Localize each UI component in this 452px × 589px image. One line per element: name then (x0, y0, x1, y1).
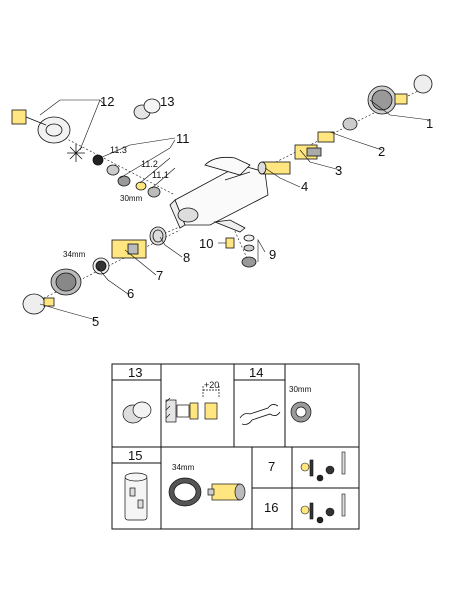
ring-34mm-icon (168, 477, 202, 507)
part-10-nipple (225, 237, 235, 249)
table-cell-14: 14 (249, 365, 263, 380)
callout-11-3: 11.3 (110, 145, 127, 155)
callout-4: 4 (301, 179, 308, 194)
dim-34mm-table: 34mm (172, 463, 195, 472)
cartridge-15-icon (124, 472, 148, 521)
callout-13: 13 (160, 94, 174, 109)
table-cell-7: 7 (268, 459, 275, 474)
callout-labels: 12 13 11 11.3 11.2 11.1 30mm 1 2 3 4 10 … (63, 94, 433, 329)
part-3-unit (294, 144, 322, 160)
dim-plus20: +20 (204, 380, 219, 390)
part-13-sleeve (133, 98, 161, 120)
part-12-flange (11, 109, 85, 162)
callout-11-1: 11.1 (152, 170, 169, 180)
dim-30mm: 30mm (120, 194, 143, 203)
screw-set-16-icon (300, 493, 346, 524)
table-cell-16: 16 (264, 500, 278, 515)
spares-table: 13 14 15 +20 30mm 34mm 7 16 (111, 363, 360, 530)
wrench-14-icon (239, 404, 281, 425)
callout-11: 11 (176, 131, 190, 146)
callout-11-2: 11.2 (141, 159, 158, 169)
exploded-view (11, 74, 433, 321)
part-2-cartridge (317, 117, 358, 143)
nut-30mm-icon (290, 401, 312, 423)
callout-leaders (39, 99, 431, 321)
callout-10: 10 (199, 236, 213, 251)
screw-set-7-icon (300, 451, 346, 482)
part-1-handle (367, 74, 433, 115)
table-cell-13: 13 (128, 365, 142, 380)
table-cell-15: 15 (128, 448, 142, 463)
callout-3: 3 (335, 163, 342, 178)
part-9-set (241, 234, 257, 268)
callout-8: 8 (183, 250, 190, 265)
part-5-handle (22, 268, 82, 315)
callout-1: 1 (426, 116, 433, 131)
callout-7: 7 (156, 268, 163, 283)
mixer-body (169, 156, 269, 233)
dim-34mm: 34mm (63, 250, 86, 259)
callout-6: 6 (127, 286, 134, 301)
callout-2: 2 (378, 144, 385, 159)
callout-9: 9 (269, 247, 276, 262)
part-4-insert (257, 161, 291, 175)
callout-12: 12 (100, 94, 114, 109)
callout-5: 5 (92, 314, 99, 329)
sleeve-13-icon (122, 401, 152, 424)
part-7-thermo-cartridge (111, 239, 147, 259)
part-11-set (92, 154, 161, 198)
dim-30mm-table: 30mm (289, 385, 312, 394)
extension-plus20-icon (165, 386, 220, 423)
thermo-element-icon (207, 483, 246, 501)
